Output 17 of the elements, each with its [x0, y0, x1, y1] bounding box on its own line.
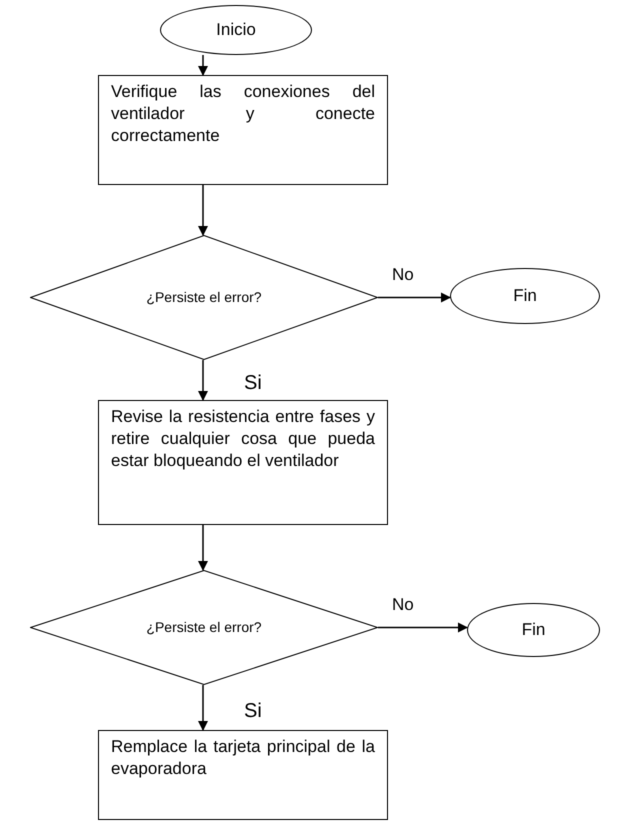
process-box: Verifique las conexiones del ventilador y conecte correctamente	[98, 75, 388, 185]
terminal-ellipse: Fin	[450, 268, 600, 324]
arrow	[198, 360, 208, 401]
arrow	[198, 685, 208, 731]
decision-text: ¿Persiste el error?	[146, 618, 262, 637]
process-box: Remplace la tarjeta principal de la evaporadora	[98, 730, 388, 820]
arrow	[378, 622, 468, 632]
arrow	[198, 55, 208, 76]
terminal-ellipse: Inicio	[160, 5, 312, 55]
decision-diamond	[30, 235, 378, 360]
process-box: Revise la resistencia entre fases y retire cualquier cosa que pueda estar bloqueando el ventilador	[98, 400, 388, 525]
arrow	[198, 525, 208, 571]
decision-text: ¿Persiste el error?	[146, 288, 262, 307]
arrow	[378, 292, 451, 302]
decision-diamond	[30, 570, 378, 685]
terminal-ellipse: Fin	[467, 603, 600, 657]
arrow	[198, 185, 208, 236]
